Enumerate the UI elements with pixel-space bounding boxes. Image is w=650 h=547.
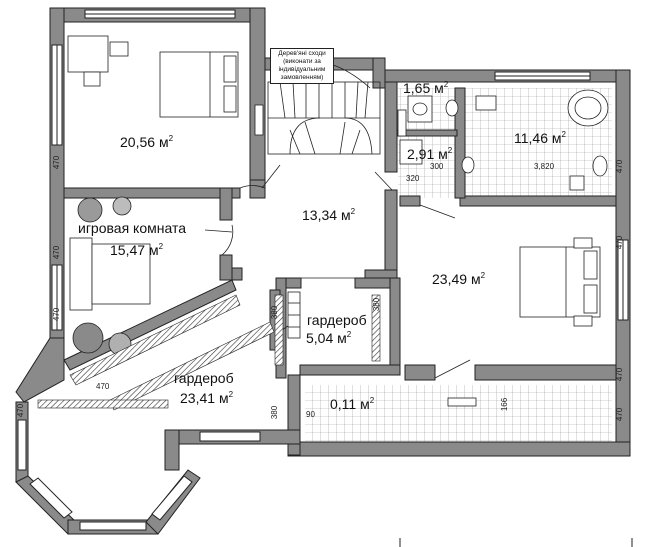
room-area-playroom: 15,47 м2 <box>110 242 164 258</box>
closet-shelves <box>254 104 301 339</box>
dim-left-top: 470 <box>52 155 62 170</box>
dim-balcony-1: 90 <box>306 410 315 419</box>
dim-bath-width: 3,820 <box>534 162 555 171</box>
room-area-bathroom: 11,46 м2 <box>514 130 566 146</box>
dim-left-low: 470 <box>52 307 62 322</box>
room-area-bath-corridor: 2,91 м2 <box>407 146 453 162</box>
bathroom-fixtures <box>397 89 609 191</box>
bedroom-2-furniture <box>519 237 601 327</box>
room-name-playroom: игровая комната <box>78 220 186 236</box>
dim-right-1: 470 <box>615 159 625 174</box>
room-name-closet-small: гардероб <box>307 312 367 328</box>
dim-left-mid: 470 <box>52 245 62 260</box>
room-area-bath-small: 1,65 м2 <box>403 80 449 96</box>
dim-wc-2: 320 <box>406 174 420 183</box>
dim-closet-3: 380 <box>372 297 382 312</box>
staircase <box>267 63 381 155</box>
dim-bottom: 470 <box>96 382 110 391</box>
balcony-table <box>447 397 477 407</box>
dim-closet-2: 380 <box>270 405 280 420</box>
room-area-bedroom-1: 20,56 м2 <box>120 134 174 150</box>
room-area-closet-large: 23,41 м2 <box>180 390 234 406</box>
dim-right-2: 470 <box>615 235 625 250</box>
room-area-balcony: 0,11 м2 <box>330 396 375 412</box>
dim-balcony-2: 166 <box>500 397 510 412</box>
bedroom-1-furniture <box>67 35 239 118</box>
room-area-bedroom-2: 23,49 м2 <box>432 271 486 287</box>
dim-right-3: 470 <box>615 367 625 382</box>
playroom-furniture <box>69 196 151 356</box>
dim-right-4: 470 <box>615 407 625 422</box>
dim-closet-1: 380 <box>270 305 280 320</box>
stair-note: Дерев'яні сходи (виконати за індивідуаль… <box>270 48 334 84</box>
room-area-closet-small: 5,04 м2 <box>306 330 352 346</box>
balcony-tiles <box>305 385 612 442</box>
dim-bay: 470 <box>16 403 26 418</box>
room-area-hall: 13,34 м2 <box>302 207 356 223</box>
windows <box>17 9 629 531</box>
dim-wc-1: 300 <box>430 162 444 171</box>
room-name-closet-large: гардероб <box>174 370 234 386</box>
bottom-ticks <box>399 538 633 547</box>
wardrobe-rails <box>37 294 381 411</box>
